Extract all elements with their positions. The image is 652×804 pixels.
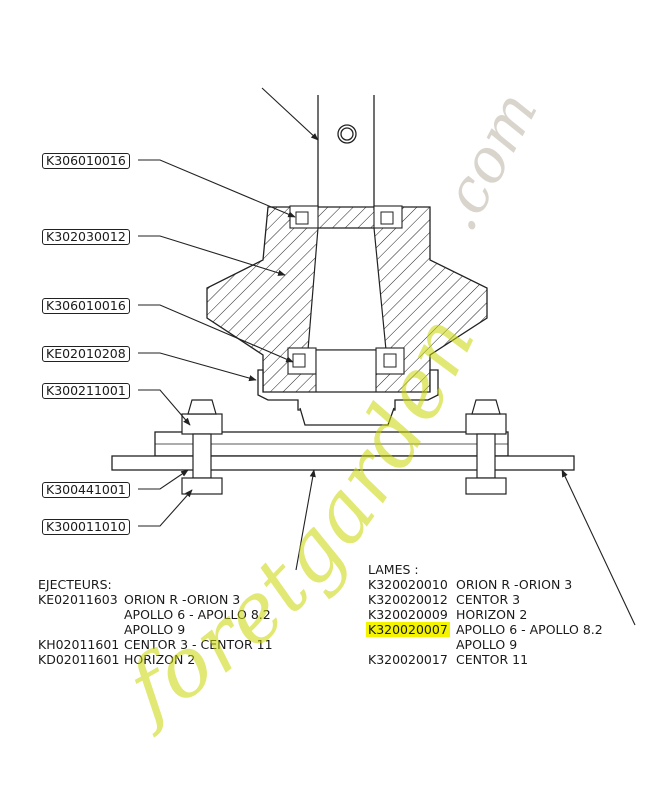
lame-models: CENTOR 3 (456, 592, 521, 607)
part-label: K300011010 (42, 519, 130, 535)
ejecteur-code: KD02011601 (38, 652, 120, 667)
part-label: K300441001 (42, 482, 130, 498)
ejecteur-models: HORIZON 2 (124, 652, 196, 667)
part-label: KE02010208 (42, 346, 130, 362)
lame-code: K320020012 (368, 592, 448, 607)
lame-code: K320020009 (368, 607, 448, 622)
bearing-cup (257, 369, 439, 426)
mounting-plate (111, 431, 575, 471)
lame-code: K320020017 (368, 652, 448, 667)
part-label: K306010016 (42, 153, 130, 169)
hub-body (206, 205, 488, 396)
ejecteur-models: CENTOR 3 - CENTOR 11 (124, 637, 273, 652)
lame-code-highlighted: K320020007 (366, 622, 450, 637)
ejecteur-models: APOLLO 6 - APOLLO 8.2 (124, 607, 271, 622)
bolt-left (181, 399, 223, 495)
ejecteur-models: APOLLO 9 (124, 622, 186, 637)
bolt-right (465, 399, 507, 495)
ejecteur-code: KH02011601 (38, 637, 120, 652)
lame-models: APOLLO 6 - APOLLO 8.2 (456, 622, 603, 637)
lame-models: APOLLO 9 (456, 637, 518, 652)
lames-title: LAMES : (368, 562, 419, 577)
ejecteur-code: KE02011603 (38, 592, 118, 607)
part-label: K306010016 (42, 298, 130, 314)
lame-models: HORIZON 2 (456, 607, 528, 622)
lame-code: K320020010 (368, 577, 448, 592)
ejecteur-models: ORION R -ORION 3 (124, 592, 241, 607)
ejecteurs-title: EJECTEURS: (38, 577, 112, 592)
part-label: K300211001 (42, 383, 130, 399)
leader-lines (138, 87, 636, 626)
part-label: K302030012 (42, 229, 130, 245)
lame-models: CENTOR 11 (456, 652, 529, 667)
shaft (317, 95, 375, 210)
lame-models: ORION R -ORION 3 (456, 577, 573, 592)
